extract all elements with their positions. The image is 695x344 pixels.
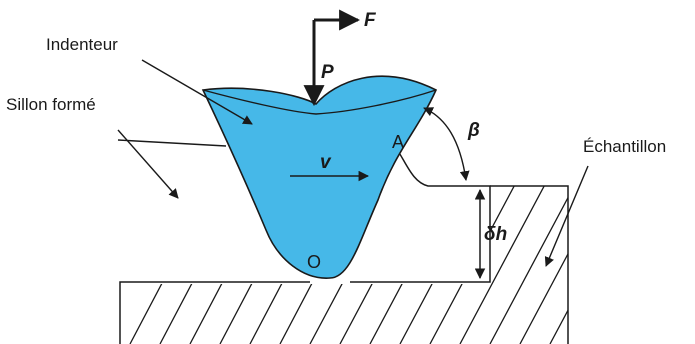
beta-symbol: β bbox=[467, 120, 480, 141]
load-symbol: P bbox=[321, 62, 334, 83]
point-o-label: O bbox=[307, 252, 321, 272]
depth-symbol: δh bbox=[484, 224, 507, 245]
groove-label: Sillon formé bbox=[6, 95, 96, 114]
groove-leader bbox=[117, 129, 179, 199]
indenter-leader bbox=[141, 59, 253, 125]
sample-leader bbox=[544, 165, 589, 267]
indenter-shape bbox=[201, 75, 438, 279]
beta-angle-arc bbox=[423, 107, 470, 181]
indenter-label: Indenteur bbox=[46, 35, 118, 54]
point-a-label: A bbox=[392, 132, 404, 152]
force-symbol: F bbox=[364, 10, 377, 31]
force-arrows bbox=[303, 9, 361, 107]
velocity-symbol: v bbox=[320, 152, 332, 173]
sample-label: Échantillon bbox=[583, 137, 666, 156]
groove-leader-line bbox=[117, 139, 227, 147]
